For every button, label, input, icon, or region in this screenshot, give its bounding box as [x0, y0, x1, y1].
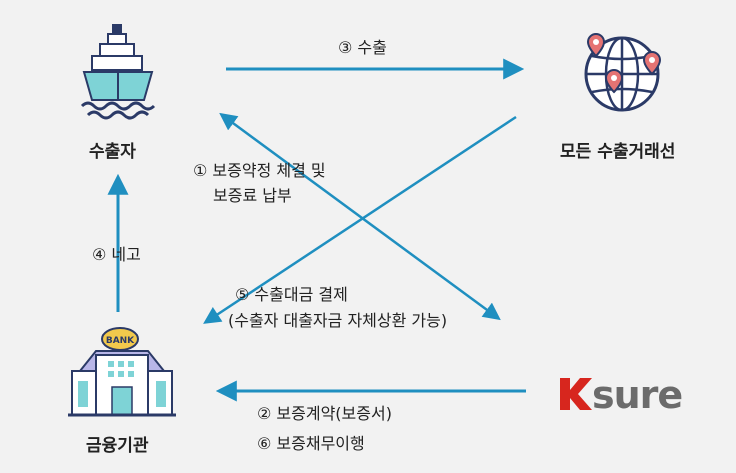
step-perform-label: ⑥ 보증채무이행 [257, 434, 365, 453]
step-nego-label: ④ 네고 [92, 245, 141, 264]
step-guarantee-line1: ① 보증약정 체결 및 [193, 161, 326, 180]
globe-pin-icon [584, 33, 662, 112]
bank-building-icon: BANK [68, 327, 176, 417]
exporter-label: 수출자 [89, 142, 136, 162]
ship-icon [80, 24, 156, 120]
step-settle-line1: ⑤ 수출대금 결제 [235, 285, 348, 304]
step-contract-label: ② 보증계약(보증서) [257, 404, 392, 423]
arrow-settlement [203, 115, 517, 324]
arrow-guarantee-agreement [219, 112, 501, 321]
ksure-logo: sure [560, 373, 683, 416]
step-guarantee-line2: 보증료 납부 [213, 186, 292, 205]
bank-label: 금융기관 [86, 436, 149, 456]
step-export-label: ③ 수출 [338, 38, 387, 57]
buyer-label: 모든 수출거래선 [560, 142, 676, 162]
svg-text:sure: sure [592, 373, 682, 416]
step-settle-line2: (수출자 대출자금 자체상환 가능) [228, 311, 448, 330]
bank-sign-text: BANK [106, 336, 135, 346]
